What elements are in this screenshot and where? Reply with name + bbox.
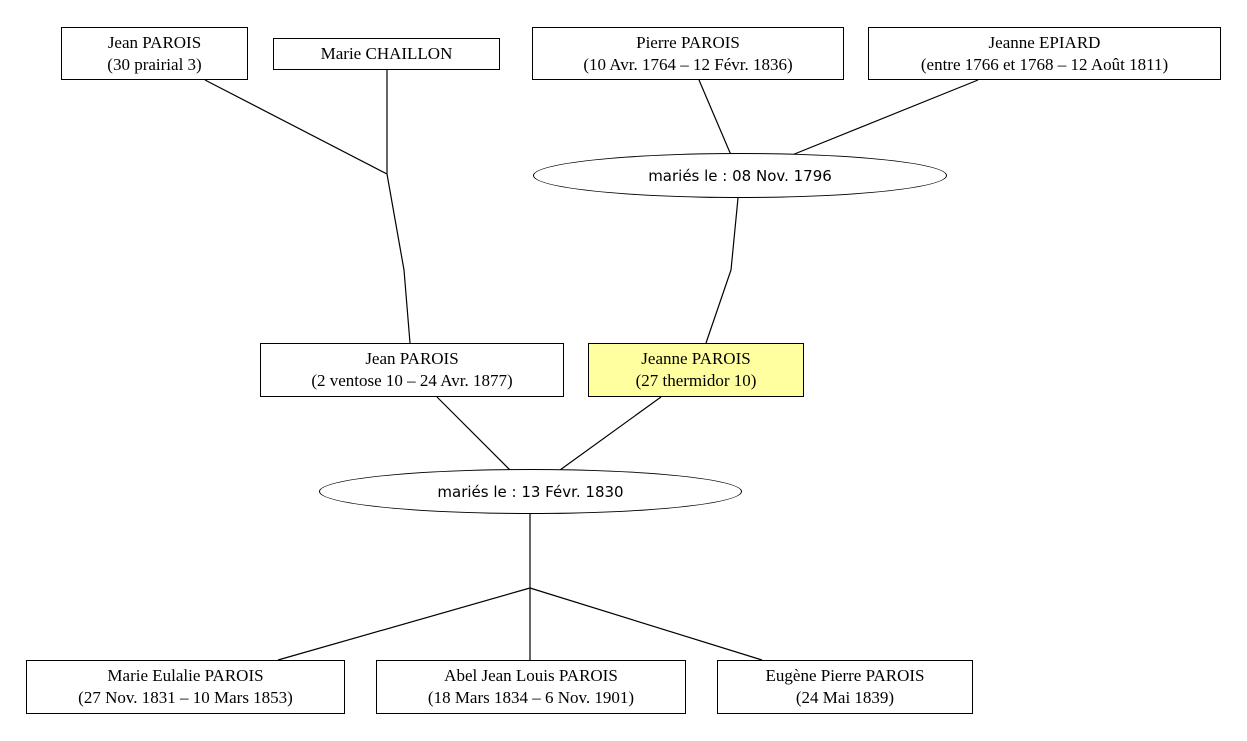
person-jean-parois-grandfather: Jean PAROIS (30 prairial 3) xyxy=(61,27,248,80)
edge-m1796-jeanne-parois xyxy=(705,197,739,344)
person-name: Jean PAROIS xyxy=(107,32,202,52)
person-name: Abel Jean Louis PAROIS xyxy=(444,666,618,685)
marriage-label: mariés le : 13 Févr. 1830 xyxy=(437,482,624,501)
edge-jean-parois-gf-junction xyxy=(204,79,388,175)
edge-junction-jean-parois xyxy=(386,173,411,344)
person-name: Marie CHAILLON xyxy=(320,44,453,63)
person-dates: (10 Avr. 1764 – 12 Févr. 1836) xyxy=(583,54,793,74)
marriage-label: mariés le : 08 Nov. 1796 xyxy=(648,166,832,185)
person-dates: (entre 1766 et 1768 – 12 Août 1811) xyxy=(920,54,1169,74)
edge-jeanne-epiard-m1796 xyxy=(791,79,979,156)
person-marie-eulalie-parois: Marie Eulalie PAROIS (27 Nov. 1831 – 10 … xyxy=(26,660,345,714)
marriage-1796: mariés le : 08 Nov. 1796 xyxy=(533,153,947,198)
person-dates: (2 ventose 10 – 24 Avr. 1877) xyxy=(311,371,513,390)
person-eugene-pierre-parois: Eugène Pierre PAROIS (24 Mai 1839) xyxy=(717,660,973,714)
person-jean-parois: Jean PAROIS (2 ventose 10 – 24 Avr. 1877… xyxy=(260,343,564,397)
person-name: Eugène Pierre PAROIS xyxy=(765,666,925,685)
person-jeanne-parois: Jeanne PAROIS (27 thermidor 10) xyxy=(588,343,804,397)
person-name: Jean PAROIS xyxy=(365,349,459,368)
person-name: Jeanne EPIARD xyxy=(988,32,1101,52)
person-dates: (24 Mai 1839) xyxy=(795,688,895,707)
edge-jeanne-parois-m1830 xyxy=(559,396,662,471)
person-dates: (27 thermidor 10) xyxy=(635,371,757,390)
edge-jean-parois-m1830 xyxy=(436,396,511,471)
edge-pierre-parois-m1796 xyxy=(698,79,732,156)
person-marie-chaillon: Marie CHAILLON xyxy=(273,38,500,70)
edge-junction-marie-eulalie xyxy=(277,587,531,661)
person-jeanne-epiard: Jeanne EPIARD (entre 1766 et 1768 – 12 A… xyxy=(868,27,1221,80)
edge-junction-eugene-pierre xyxy=(529,587,763,661)
person-dates: (30 prairial 3) xyxy=(107,54,202,74)
marriage-1830: mariés le : 13 Févr. 1830 xyxy=(319,469,742,514)
person-name: Pierre PAROIS xyxy=(636,32,740,52)
person-name: Marie Eulalie PAROIS xyxy=(107,666,264,685)
person-dates: (18 Mars 1834 – 6 Nov. 1901) xyxy=(427,688,635,707)
person-abel-jean-louis-parois: Abel Jean Louis PAROIS (18 Mars 1834 – 6… xyxy=(376,660,686,714)
person-name: Jeanne PAROIS xyxy=(641,349,751,368)
person-pierre-parois: Pierre PAROIS (10 Avr. 1764 – 12 Févr. 1… xyxy=(532,27,844,80)
person-dates: (27 Nov. 1831 – 10 Mars 1853) xyxy=(78,688,293,707)
